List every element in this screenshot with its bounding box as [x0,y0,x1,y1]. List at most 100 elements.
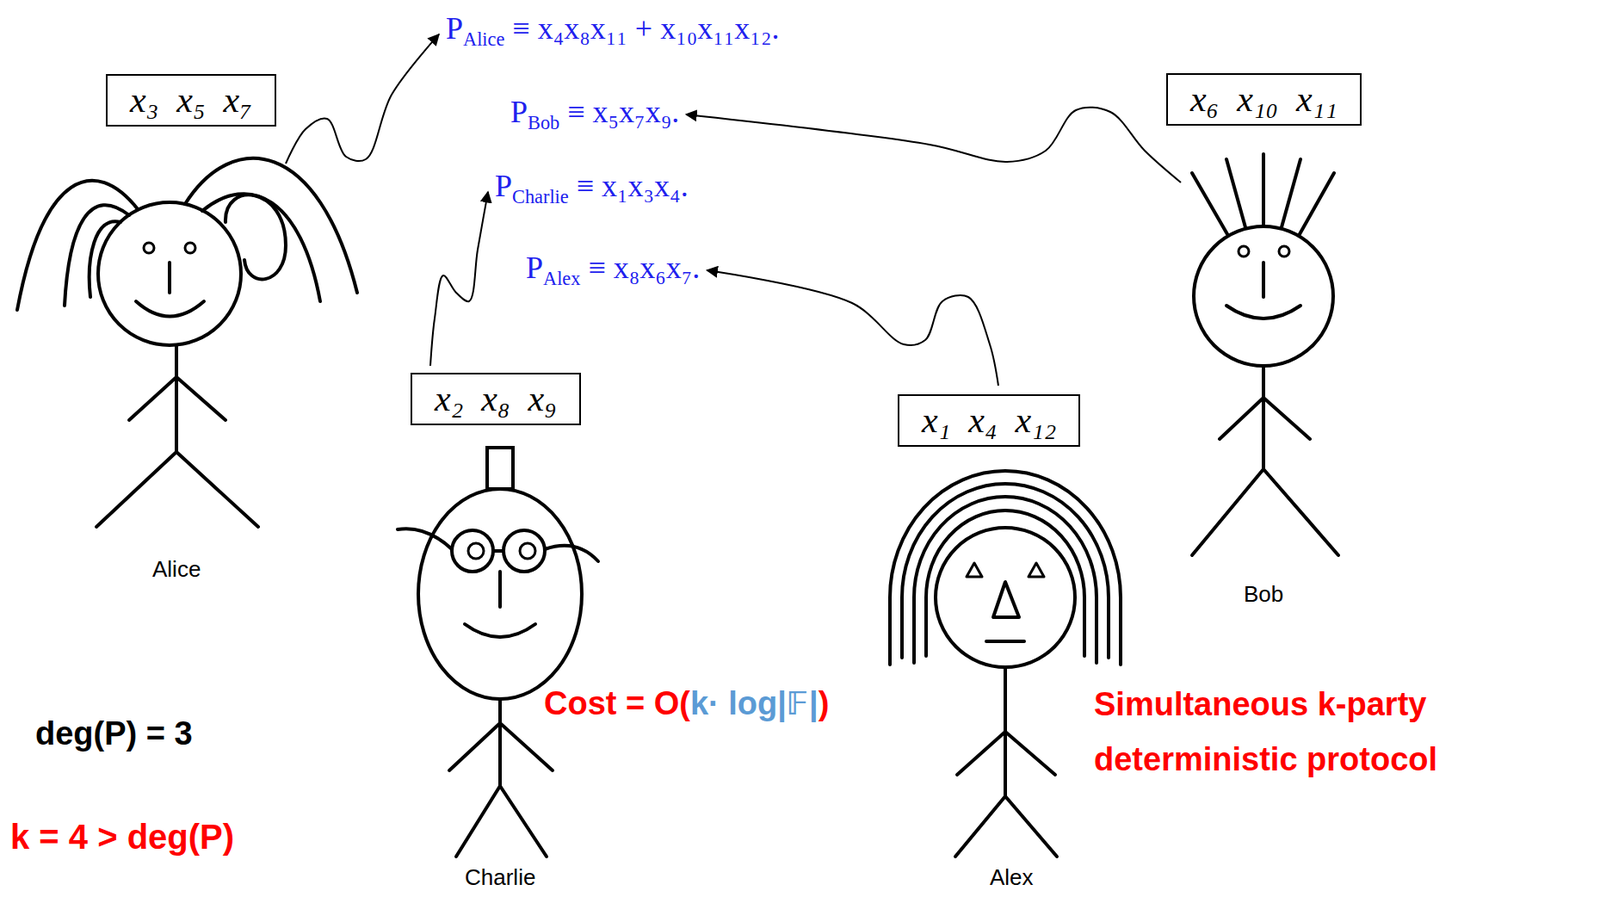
variable-list: x₆ x₁₀ x₁₁ [1190,76,1338,123]
formula-letter: P [510,94,528,130]
k-note: k = 4 > deg(P) [10,815,235,858]
topknot [487,447,513,489]
hair [926,510,1085,656]
cost-part: k· log|𝔽| [690,685,819,722]
smile [135,301,204,317]
alex-figure [889,470,1121,857]
leg [1192,469,1264,556]
glasses [451,530,494,572]
arm [129,376,177,421]
head [98,202,241,346]
arm [449,722,501,771]
eye [143,242,155,254]
charlie-figure [397,447,599,857]
hair [889,470,1121,665]
nose [167,262,172,293]
arm [1005,731,1056,775]
hair-spike [1281,159,1301,228]
body [174,345,179,452]
smile [1226,305,1301,319]
smile [464,623,536,637]
head [1193,226,1334,366]
hair [64,204,130,306]
formula-subscript: Charlie [512,185,569,208]
formula-body: ≡ x₈x₆x₇. [580,250,700,285]
hair [901,483,1109,658]
formula-letter: P [494,168,513,204]
glasses-temple [544,545,599,562]
eye [966,562,983,577]
arm [957,731,1006,775]
nose [498,571,502,607]
leg [955,796,1006,857]
nose [993,581,1020,618]
person-name: Alice [152,555,201,583]
head [418,488,582,699]
nose [1261,262,1266,297]
formula-label: PCharlie ≡ x₁x₃x₄. [494,167,689,210]
arm [1219,397,1264,439]
person-name: Alex [989,864,1034,891]
formula-body: ≡ x₄x₈x₁₁ + x₁₀x₁₁x₁₂. [504,11,779,46]
head [935,527,1075,668]
eye [468,543,484,559]
formula-body: ≡ x₁x₃x₄. [568,168,689,204]
protocol-note: Simultaneous k-party deterministic proto… [1093,676,1589,787]
hair-spike [1192,172,1228,235]
glasses-temple [397,528,452,550]
variable-list: x₂ x₈ x₉ [434,376,557,422]
formula-label: PAlex ≡ x₈x₆x₇. [525,249,700,291]
squiggle-arrow [685,107,1181,183]
hair-spike [1299,172,1335,235]
variable-list: x₃ x₅ x₇ [129,77,253,124]
hair [185,158,358,293]
squiggle-arrow [706,270,999,386]
formula-subscript: Alex [543,267,581,290]
eye [185,242,196,254]
leg [1005,796,1057,857]
leg [96,451,177,527]
person-name: Charlie [464,864,536,891]
squiggle-arrow [285,34,439,164]
arm [500,722,553,771]
formula-subscript: Alice [463,28,505,50]
bob-figure [1192,154,1339,556]
body [1261,365,1266,470]
leg [176,451,259,527]
variable-box: x₁ x₄ x₁₂ [897,394,1081,447]
formula-letter: P [525,250,544,285]
cost-part: Cost = O( [543,685,691,722]
formula-body: ≡ x₅x₇x₉. [559,94,680,130]
degree-note: deg(P) = 3 [35,714,193,754]
body [498,698,502,786]
formula-label: PBob ≡ x₅x₇x₉. [510,93,680,136]
eye [1238,246,1249,257]
hair [914,496,1097,663]
person-name: Bob [1243,580,1284,608]
hair-spike [1226,159,1246,228]
formula-subscript: Bob [527,111,560,134]
formula-label: PAlice ≡ x₄x₈x₁₁ + x₁₀x₁₁x₁₂. [445,10,779,52]
hair [89,221,121,297]
eye [519,543,536,559]
hair [225,194,286,279]
variable-box: x₂ x₈ x₉ [410,372,581,426]
leg [456,785,501,857]
hair [202,193,321,302]
cost-note: Cost = O(k· log|𝔽|) [543,684,829,724]
cost-part: ) [818,685,830,722]
glasses-bridge [493,549,504,553]
variable-box: x₃ x₅ x₇ [105,74,277,127]
arm [1263,397,1310,439]
arm [176,376,226,421]
leg [500,785,547,857]
variable-list: x₁ x₄ x₁₂ [921,397,1057,444]
leg [1263,469,1339,556]
squiggle-arrow [430,191,489,366]
hair-spike [1261,154,1266,225]
glasses [503,530,545,572]
alice-figure [17,158,358,527]
variable-box: x₆ x₁₀ x₁₁ [1166,73,1362,126]
squiggle-arrows [285,34,1181,386]
